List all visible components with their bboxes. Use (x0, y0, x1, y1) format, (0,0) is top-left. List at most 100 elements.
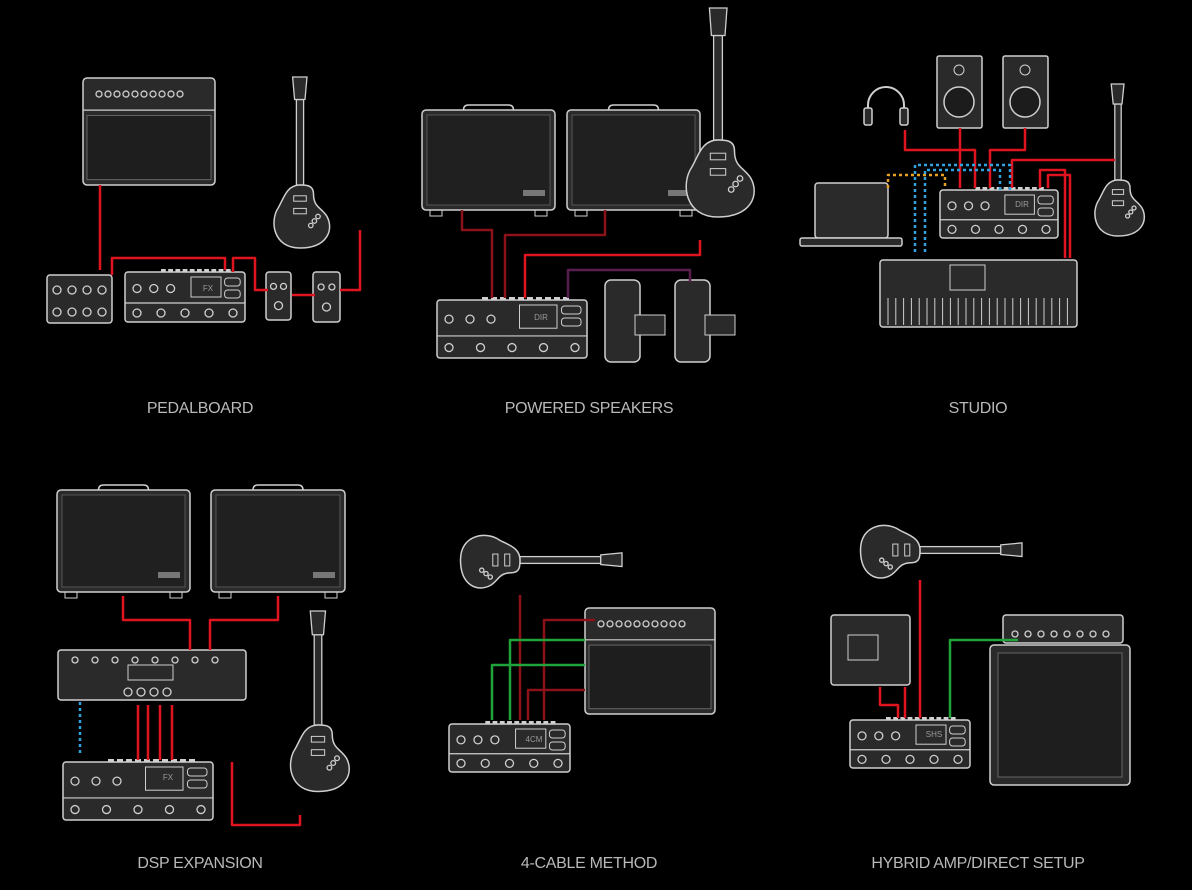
knob (317, 283, 325, 291)
jack (518, 297, 524, 300)
cable (230, 762, 302, 827)
jack (153, 759, 159, 762)
knob (132, 308, 142, 318)
jack (543, 721, 549, 724)
jack (536, 721, 541, 724)
grille (997, 652, 1123, 778)
pickup (709, 168, 727, 176)
button (949, 725, 966, 735)
knob (311, 218, 318, 224)
knob (456, 758, 466, 769)
knob (111, 656, 119, 664)
body (459, 534, 521, 589)
knob (553, 758, 563, 769)
knob (480, 758, 490, 769)
jack (1024, 187, 1030, 190)
jack (135, 759, 141, 762)
screen (519, 304, 558, 329)
knob (326, 764, 333, 771)
knob (104, 90, 112, 98)
jack (197, 269, 202, 272)
knob (1131, 205, 1137, 211)
knob (82, 307, 92, 317)
knob (669, 620, 677, 628)
jack (922, 717, 927, 720)
foot (429, 209, 443, 217)
rack-screen (127, 664, 174, 681)
jack (175, 269, 181, 272)
bass-cabinet (989, 644, 1131, 786)
jack (943, 717, 949, 720)
knob (307, 222, 314, 229)
button (187, 767, 208, 777)
jack (168, 269, 173, 272)
knob (475, 342, 486, 353)
button (561, 305, 582, 315)
knob (196, 804, 206, 815)
knob (330, 759, 337, 767)
knob (167, 90, 175, 98)
screen-text-pedalboard: FX (203, 284, 214, 293)
badge (668, 190, 690, 196)
floorboard-body (124, 271, 246, 323)
knob (321, 302, 332, 312)
cable (1038, 168, 1067, 258)
pedal-body (312, 271, 341, 323)
handle (252, 484, 304, 491)
laptop (799, 182, 903, 247)
floorboard-body (62, 761, 214, 821)
powered-speaker-right (566, 104, 701, 217)
knob (112, 776, 122, 786)
jack (161, 269, 166, 272)
keyboard-synth (879, 259, 1078, 328)
knob (67, 285, 77, 295)
jack (482, 297, 488, 300)
cable (231, 256, 268, 292)
knob (149, 687, 159, 697)
helix-floorboard (448, 721, 571, 773)
knob (1017, 224, 1028, 235)
pickup (1111, 189, 1125, 195)
screen (915, 724, 947, 745)
jack (108, 759, 114, 762)
knob (963, 201, 974, 211)
tweeter (1019, 64, 1031, 76)
knob (473, 735, 483, 745)
headstock (1000, 542, 1023, 558)
floorboard-body (436, 299, 588, 359)
digital-cable (913, 163, 1012, 255)
knob (164, 804, 175, 815)
knob (91, 656, 99, 664)
knob (176, 90, 184, 98)
powered-speaker-right (210, 484, 346, 599)
jack (485, 721, 491, 724)
knob (1063, 630, 1071, 638)
studio-monitor (1002, 55, 1049, 129)
foot (574, 209, 588, 217)
woofer (1009, 86, 1041, 118)
knob (597, 620, 605, 628)
screen-text-4-cable-method: 4CM (526, 735, 543, 744)
knob (883, 560, 889, 567)
knob (947, 201, 957, 211)
handle (607, 104, 660, 111)
knob (71, 656, 79, 664)
screen-text-hybrid: SHS (926, 730, 942, 739)
jack (225, 269, 231, 272)
knob (887, 564, 894, 570)
label-hybrid-amp-direct-setup: HYBRID AMP/DIRECT SETUP (871, 855, 1084, 872)
knob (165, 283, 176, 294)
knob (131, 90, 139, 98)
knob (140, 90, 148, 98)
knob (529, 758, 539, 769)
label-studio: STUDIO (949, 400, 1008, 417)
button (224, 289, 241, 299)
knob (660, 620, 668, 628)
label-pedalboard: PEDALBOARD (147, 400, 253, 417)
knob (1011, 630, 1019, 638)
jack (1010, 187, 1016, 190)
knob (70, 776, 80, 786)
jack (554, 297, 560, 300)
electric-guitar (459, 534, 623, 589)
jack (989, 187, 995, 190)
